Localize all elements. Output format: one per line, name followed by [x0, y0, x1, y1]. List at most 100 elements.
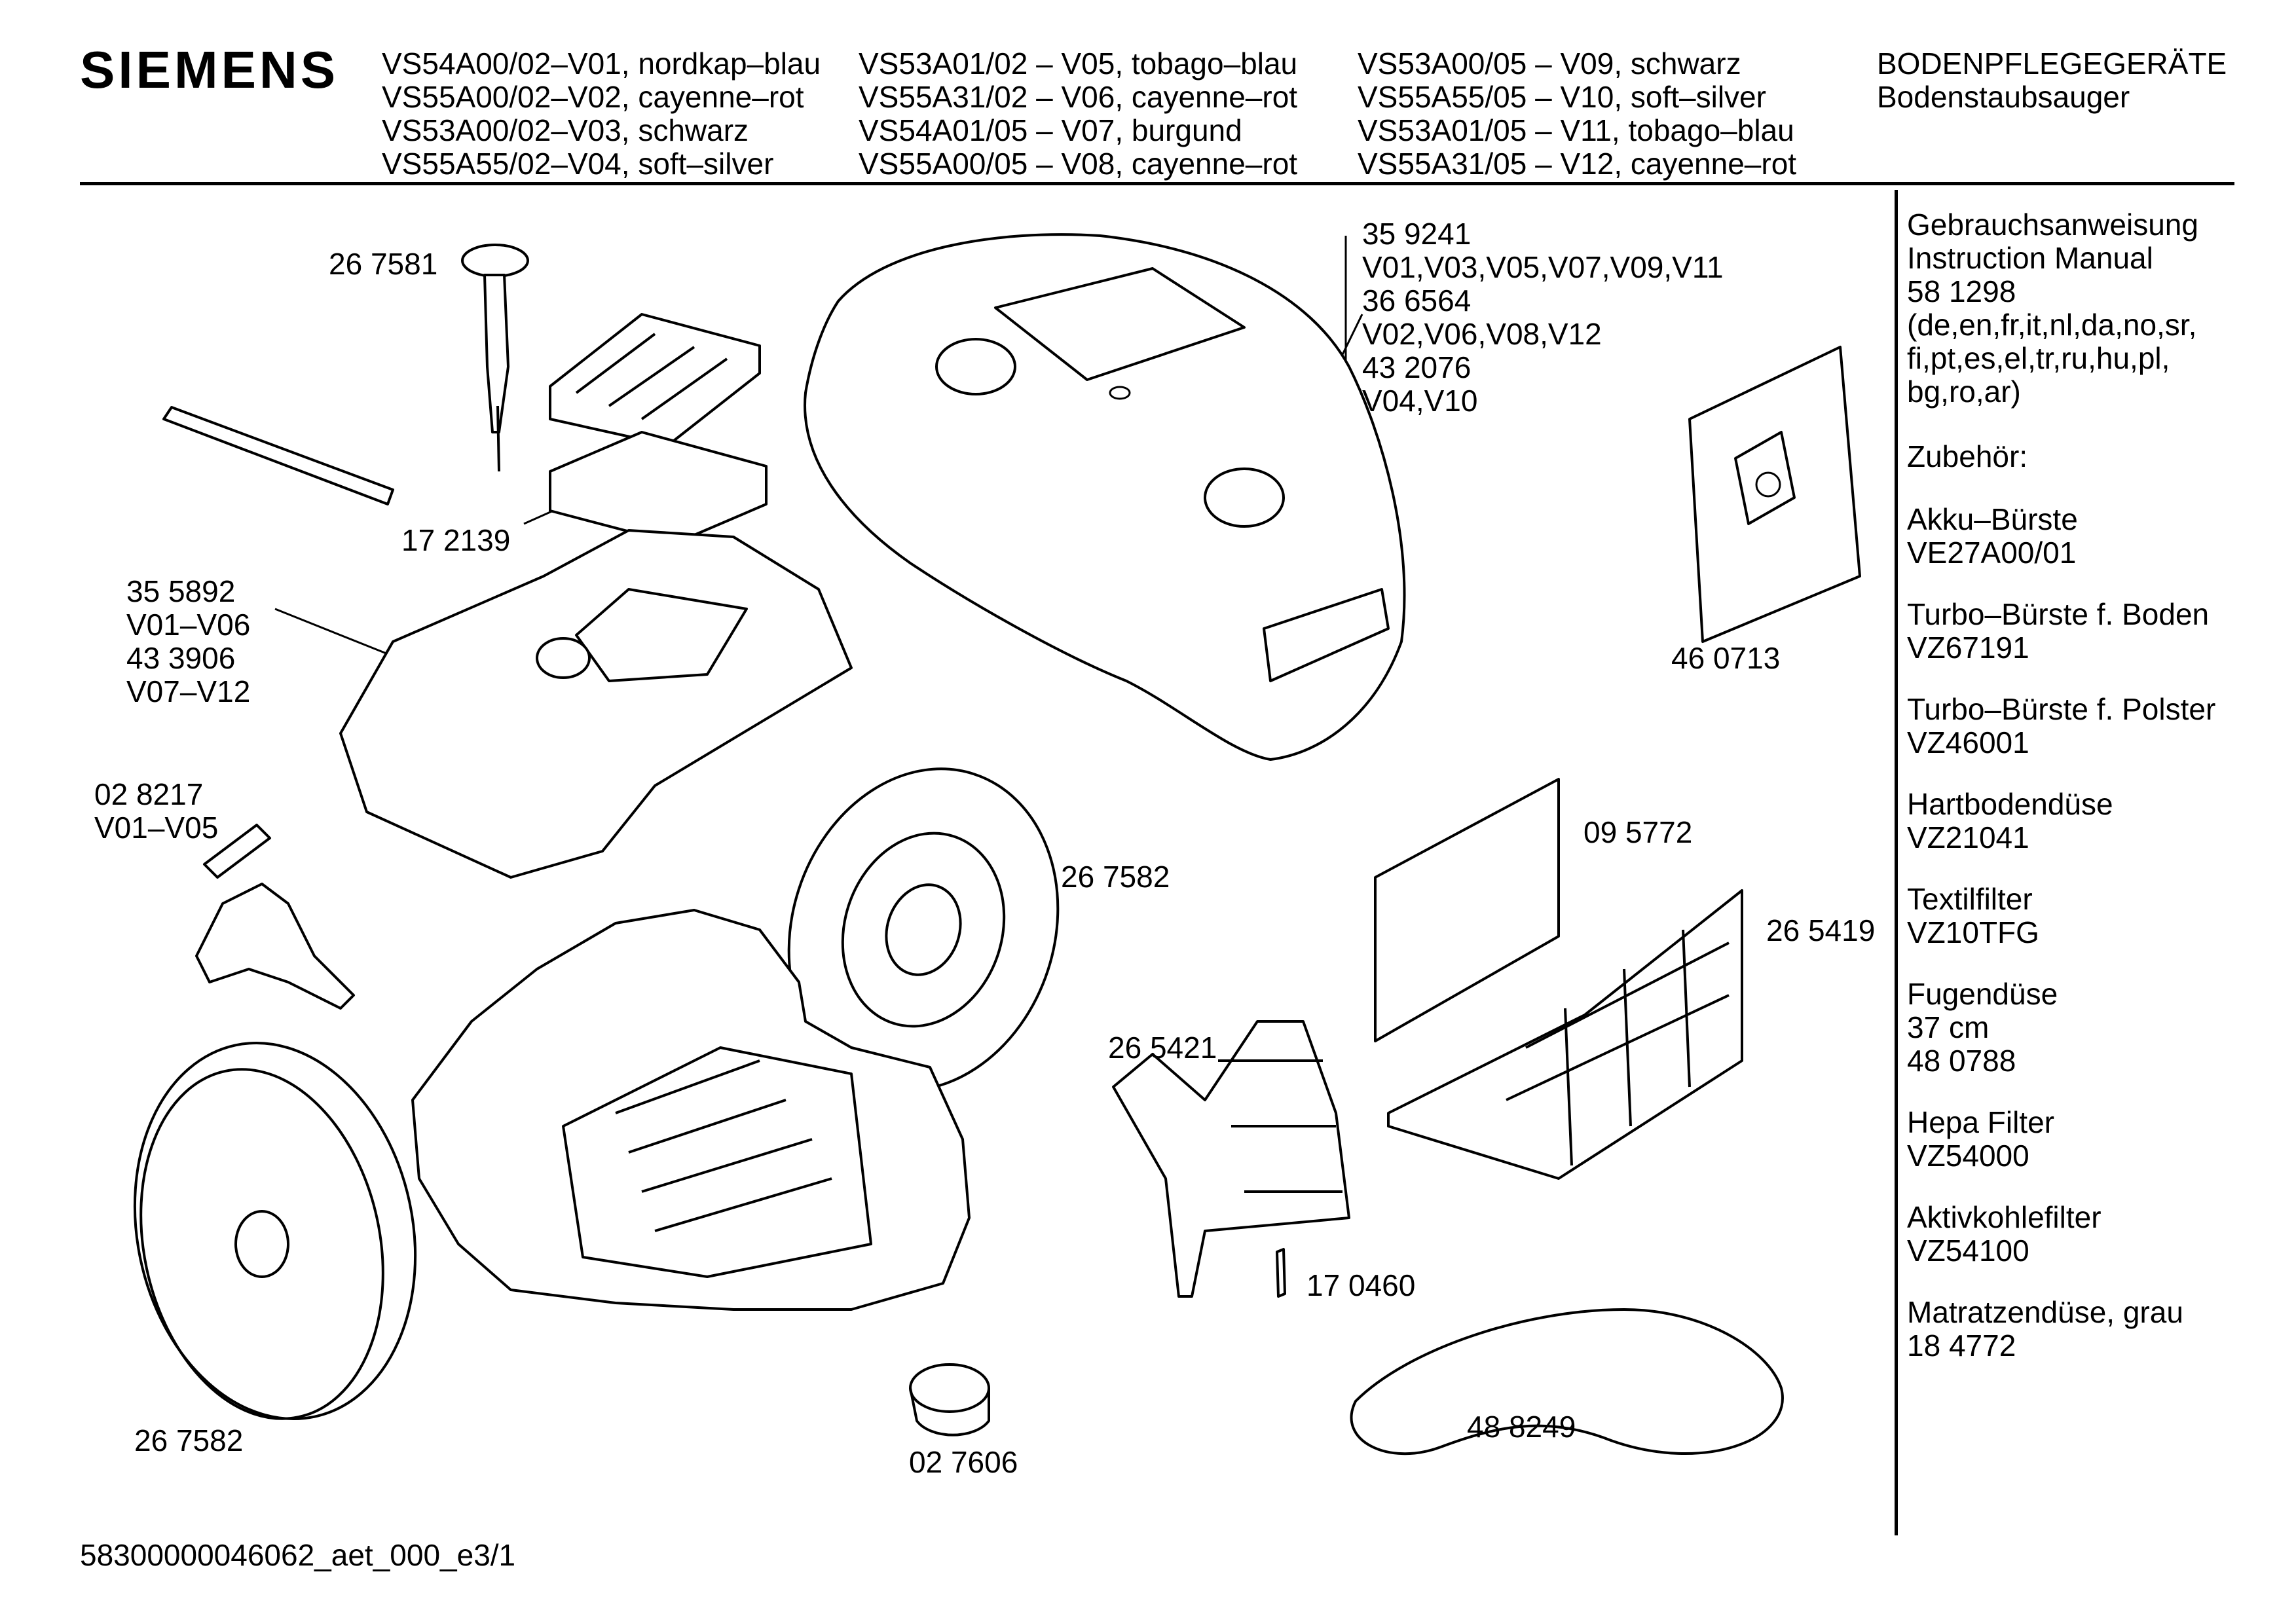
part-label-265419: 26 5419 [1766, 913, 1876, 947]
accessory-line: (de,en,fr,it,nl,da,no,sr, [1907, 308, 2197, 342]
part-number: 43 2076 [1362, 350, 1472, 384]
bag-holder [1112, 1020, 1350, 1298]
part-label-488249: 48 8249 [1467, 1410, 1576, 1444]
part-label-172139: 17 2139 [401, 523, 511, 557]
filter-sheet [1374, 778, 1560, 1042]
variant-range: V01–V05 [94, 811, 219, 845]
top-lid [804, 233, 1406, 761]
seal-strip [162, 406, 394, 505]
filter-holder [549, 313, 761, 447]
model-line: VS53A01/02 – V05, tobago–blau [859, 46, 1298, 81]
part-label-267581: 26 7581 [329, 247, 438, 281]
accessory-group: Matratzendüse, grau 18 4772 [1907, 1296, 2215, 1363]
accessory-line: 48 0788 [1907, 1044, 2016, 1078]
small-plate [1276, 1248, 1286, 1298]
accessory-line: Textilfilter [1907, 882, 2033, 916]
part-label-359241: 35 9241 V01,V03,V05,V07,V09,V11 36 6564 … [1362, 217, 1724, 418]
accessory-group: Hepa Filter VZ54000 [1907, 1106, 2215, 1173]
accessory-group: Fugendüse 37 cm 48 0788 [1907, 978, 2215, 1078]
part-number: 35 5892 [126, 574, 236, 608]
model-line: VS53A00/05 – V09, schwarz [1358, 46, 1741, 81]
model-line: VS54A01/05 – V07, burgund [859, 113, 1242, 147]
dial-part [909, 1363, 990, 1437]
model-line: VS55A31/02 – V06, cayenne–rot [859, 80, 1298, 114]
accessory-line: VZ46001 [1907, 725, 2029, 760]
accessory-line: 58 1298 [1907, 274, 2016, 308]
model-line: VS53A01/05 – V11, tobago–blau [1358, 113, 1794, 147]
main-housing [411, 909, 971, 1311]
brand-logo: SIEMENS [80, 41, 339, 99]
model-column-1: VS54A00/02–V01, nordkap–blau VS55A00/02–… [382, 47, 821, 181]
part-number: 02 8217 [94, 777, 204, 811]
small-cylinder [203, 824, 271, 879]
document-number: 58300000046062_aet_000_e3/1 [80, 1538, 516, 1572]
accessory-line: VZ21041 [1907, 820, 2029, 854]
model-column-2: VS53A01/02 – V05, tobago–blau VS55A31/02… [859, 47, 1297, 181]
accessory-group: Aktivkohlefilter VZ54100 [1907, 1201, 2215, 1268]
variant-range: V04,V10 [1362, 384, 1478, 418]
accessory-line: VZ67191 [1907, 631, 2029, 665]
header-divider [80, 182, 2234, 185]
part-label-095772: 09 5772 [1583, 815, 1693, 849]
variant-range: V07–V12 [126, 674, 251, 708]
model-line: VS54A00/02–V01, nordkap–blau [382, 46, 821, 81]
model-line: VS55A55/02–V04, soft–silver [382, 147, 774, 181]
accessory-line: Hartbodendüse [1907, 787, 2113, 821]
gasket-ring [1350, 1308, 1784, 1456]
accessory-line: Turbo–Bürste f. Boden [1907, 597, 2210, 631]
accessory-line: bg,ro,ar) [1907, 375, 2021, 409]
category-title: BODENPFLEGEGERÄTE [1877, 46, 2227, 81]
accessory-line: Matratzendüse, grau [1907, 1295, 2183, 1329]
part-label-028217: 02 8217 V01–V05 [94, 778, 218, 845]
part-label-265421: 26 5421 [1108, 1031, 1217, 1065]
sidebar-divider [1895, 190, 1898, 1535]
model-line: VS55A00/05 – V08, cayenne–rot [859, 147, 1298, 181]
accessory-line: Gebrauchsanweisung [1907, 208, 2198, 242]
accessory-line: Akku–Bürste [1907, 502, 2078, 536]
part-label-355892: 35 5892 V01–V06 43 3906 V07–V12 [126, 575, 250, 708]
accessory-line: 37 cm [1907, 1010, 1990, 1044]
accessory-line: Turbo–Bürste f. Polster [1907, 692, 2216, 726]
accessory-group: Hartbodendüse VZ21041 [1907, 788, 2215, 854]
accessory-group: Akku–Bürste VE27A00/01 [1907, 503, 2215, 570]
model-line: VS53A00/02–V03, schwarz [382, 113, 749, 147]
part-label-267582-top: 26 7582 [1061, 860, 1170, 894]
filter-cover [339, 529, 853, 879]
accessory-group: Turbo–Bürste f. Polster VZ46001 [1907, 693, 2215, 760]
model-column-3: VS53A00/05 – V09, schwarz VS55A55/05 – V… [1358, 47, 1796, 181]
accessory-heading: Zubehör: [1907, 439, 2028, 473]
accessory-group: Textilfilter VZ10TFG [1907, 883, 2215, 949]
accessory-line: Aktivkohlefilter [1907, 1200, 2102, 1234]
variant-range: V01,V03,V05,V07,V09,V11 [1362, 250, 1724, 284]
category-block: BODENPFLEGEGERÄTE Bodenstaubsauger [1877, 47, 2227, 114]
wheel-top [787, 767, 1060, 1092]
part-label-460713: 46 0713 [1671, 641, 1781, 675]
accessory-line: VZ54100 [1907, 1234, 2029, 1268]
part-number: 43 3906 [126, 641, 236, 675]
part-label-170460: 17 0460 [1306, 1268, 1416, 1302]
accessories-list: Gebrauchsanweisung Instruction Manual 58… [1907, 208, 2215, 1363]
dust-bag [1688, 346, 1861, 643]
accessory-group: Zubehör: [1907, 440, 2215, 473]
variant-range: V01–V06 [126, 608, 251, 642]
pin-part [461, 244, 529, 472]
part-number: 35 9241 [1362, 217, 1472, 251]
accessory-line: fi,pt,es,el,tr,ru,hu,pl, [1907, 341, 2170, 375]
model-line: VS55A31/05 – V12, cayenne–rot [1358, 147, 1797, 181]
accessory-line: Fugendüse [1907, 977, 2058, 1011]
bracket-part [195, 883, 355, 1010]
accessory-group: Gebrauchsanweisung Instruction Manual 58… [1907, 208, 2215, 409]
filter-pad [549, 431, 768, 545]
accessory-line: Hepa Filter [1907, 1105, 2054, 1139]
accessory-line: VZ10TFG [1907, 915, 2039, 949]
accessory-line: 18 4772 [1907, 1328, 2016, 1363]
part-label-267582-bottom: 26 7582 [134, 1423, 244, 1457]
accessory-group: Turbo–Bürste f. Boden VZ67191 [1907, 598, 2215, 665]
wheel-bottom [133, 1041, 417, 1421]
grid-frame [1387, 889, 1743, 1180]
accessory-line: VZ54000 [1907, 1139, 2029, 1173]
variant-range: V02,V06,V08,V12 [1362, 317, 1602, 351]
model-line: VS55A55/05 – V10, soft–silver [1358, 80, 1766, 114]
part-number: 36 6564 [1362, 284, 1472, 318]
